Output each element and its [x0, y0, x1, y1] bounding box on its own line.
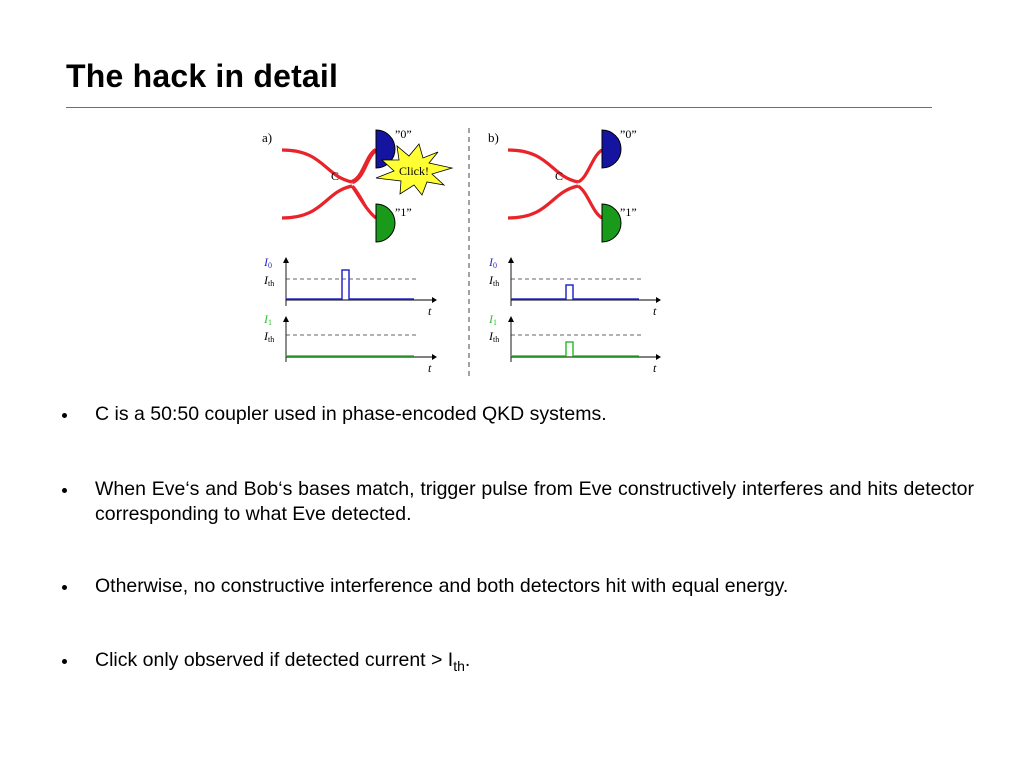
panel-b-i1-trace [511, 341, 639, 357]
panel-b-i0-time-arrow [656, 297, 661, 303]
panel-a-click-burst [375, 143, 454, 196]
panel-b-fiber-out-bottom [577, 184, 603, 220]
panel-b-label: b) [488, 130, 499, 145]
panel-b-i0-value-arrow [508, 257, 514, 263]
panel-b-i1-symbol: I1 [488, 312, 497, 327]
slide-title: The hack in detail [66, 58, 339, 94]
bullet-item: Otherwise, no constructive interference … [62, 574, 974, 599]
panel-a-i1-threshold-symbol: Ith [263, 329, 274, 344]
title-divider [66, 107, 932, 108]
panel-b-i1-time-arrow [656, 354, 661, 360]
coupler-figure-svg: a) C ”0” ”1” Click! I0 Ith [262, 127, 661, 380]
panel-a-i1-symbol: I1 [263, 312, 272, 327]
panel-b-coupler-label: C [555, 169, 563, 183]
panel-a-i0-trace [286, 269, 414, 300]
panel-b-i0-threshold-symbol: Ith [488, 273, 499, 288]
panel-b-i0-time-label: t [653, 304, 657, 318]
panel-b-fiber-in-bottom [507, 184, 579, 220]
panel-a-i0-threshold-symbol: Ith [263, 273, 274, 288]
panel-a-i0-symbol: I0 [263, 255, 272, 270]
coupler-figure: a) C ”0” ”1” Click! I0 Ith [254, 122, 680, 384]
bullet-item: When Eve‘s and Bob‘s bases match, trigge… [62, 477, 974, 527]
bullet-item: C is a 50:50 coupler used in phase-encod… [62, 402, 974, 427]
panel-a-i0-time-label: t [428, 304, 432, 318]
panel-b-i0-symbol: I0 [488, 255, 497, 270]
panel-a-fiber-out-bottom [350, 185, 378, 220]
panel-b-detector-1-label: ”1” [620, 205, 637, 219]
bullet-list: C is a 50:50 coupler used in phase-encod… [62, 402, 974, 673]
panel-a-label: a) [262, 130, 272, 145]
panel-b-i1-time-label: t [653, 361, 657, 375]
panel-b-i0-trace [511, 284, 639, 300]
panel-a-fiber-out-top-bright [350, 148, 378, 185]
panel-a-i0-value-arrow [283, 257, 289, 263]
panel-b-i1-value-arrow [508, 316, 514, 322]
panel-a: a) C ”0” ”1” Click! I0 Ith [262, 127, 454, 375]
bullet-item: Click only observed if detected current … [62, 648, 974, 673]
bullet-text-end: . [464, 649, 471, 671]
panel-a-detector-0-label: ”0” [395, 127, 412, 141]
panel-a-detector-1-label: ”1” [395, 205, 412, 219]
panel-a-coupler-label: C [331, 169, 339, 183]
panel-a-fiber-out-dim [353, 185, 371, 213]
panel-a-click-label: Click! [399, 164, 429, 178]
panel-b: b) C ”0” ”1” I0 Ith t [488, 127, 661, 375]
panel-a-i1-time-label: t [428, 361, 432, 375]
panel-b-fiber-in-top [507, 148, 579, 184]
panel-a-fiber-in-top [281, 148, 353, 184]
panel-a-i1-value-arrow [283, 316, 289, 322]
panel-a-detector-1 [375, 203, 396, 243]
panel-b-detector-1 [601, 203, 622, 243]
panel-b-i1-threshold-symbol: Ith [488, 329, 499, 344]
bullet-subscript: th [453, 658, 465, 674]
panel-b-fiber-out-top [577, 148, 604, 184]
panel-a-fiber-in-bottom [281, 184, 353, 220]
panel-a-i0-time-arrow [432, 297, 437, 303]
panel-a-detector-0 [375, 129, 396, 169]
panel-b-detector-0-label: ”0” [620, 127, 637, 141]
panel-b-detector-0 [601, 129, 622, 169]
bullet-text: Click only observed if detected current … [95, 649, 454, 671]
panel-a-i1-time-arrow [432, 354, 437, 360]
